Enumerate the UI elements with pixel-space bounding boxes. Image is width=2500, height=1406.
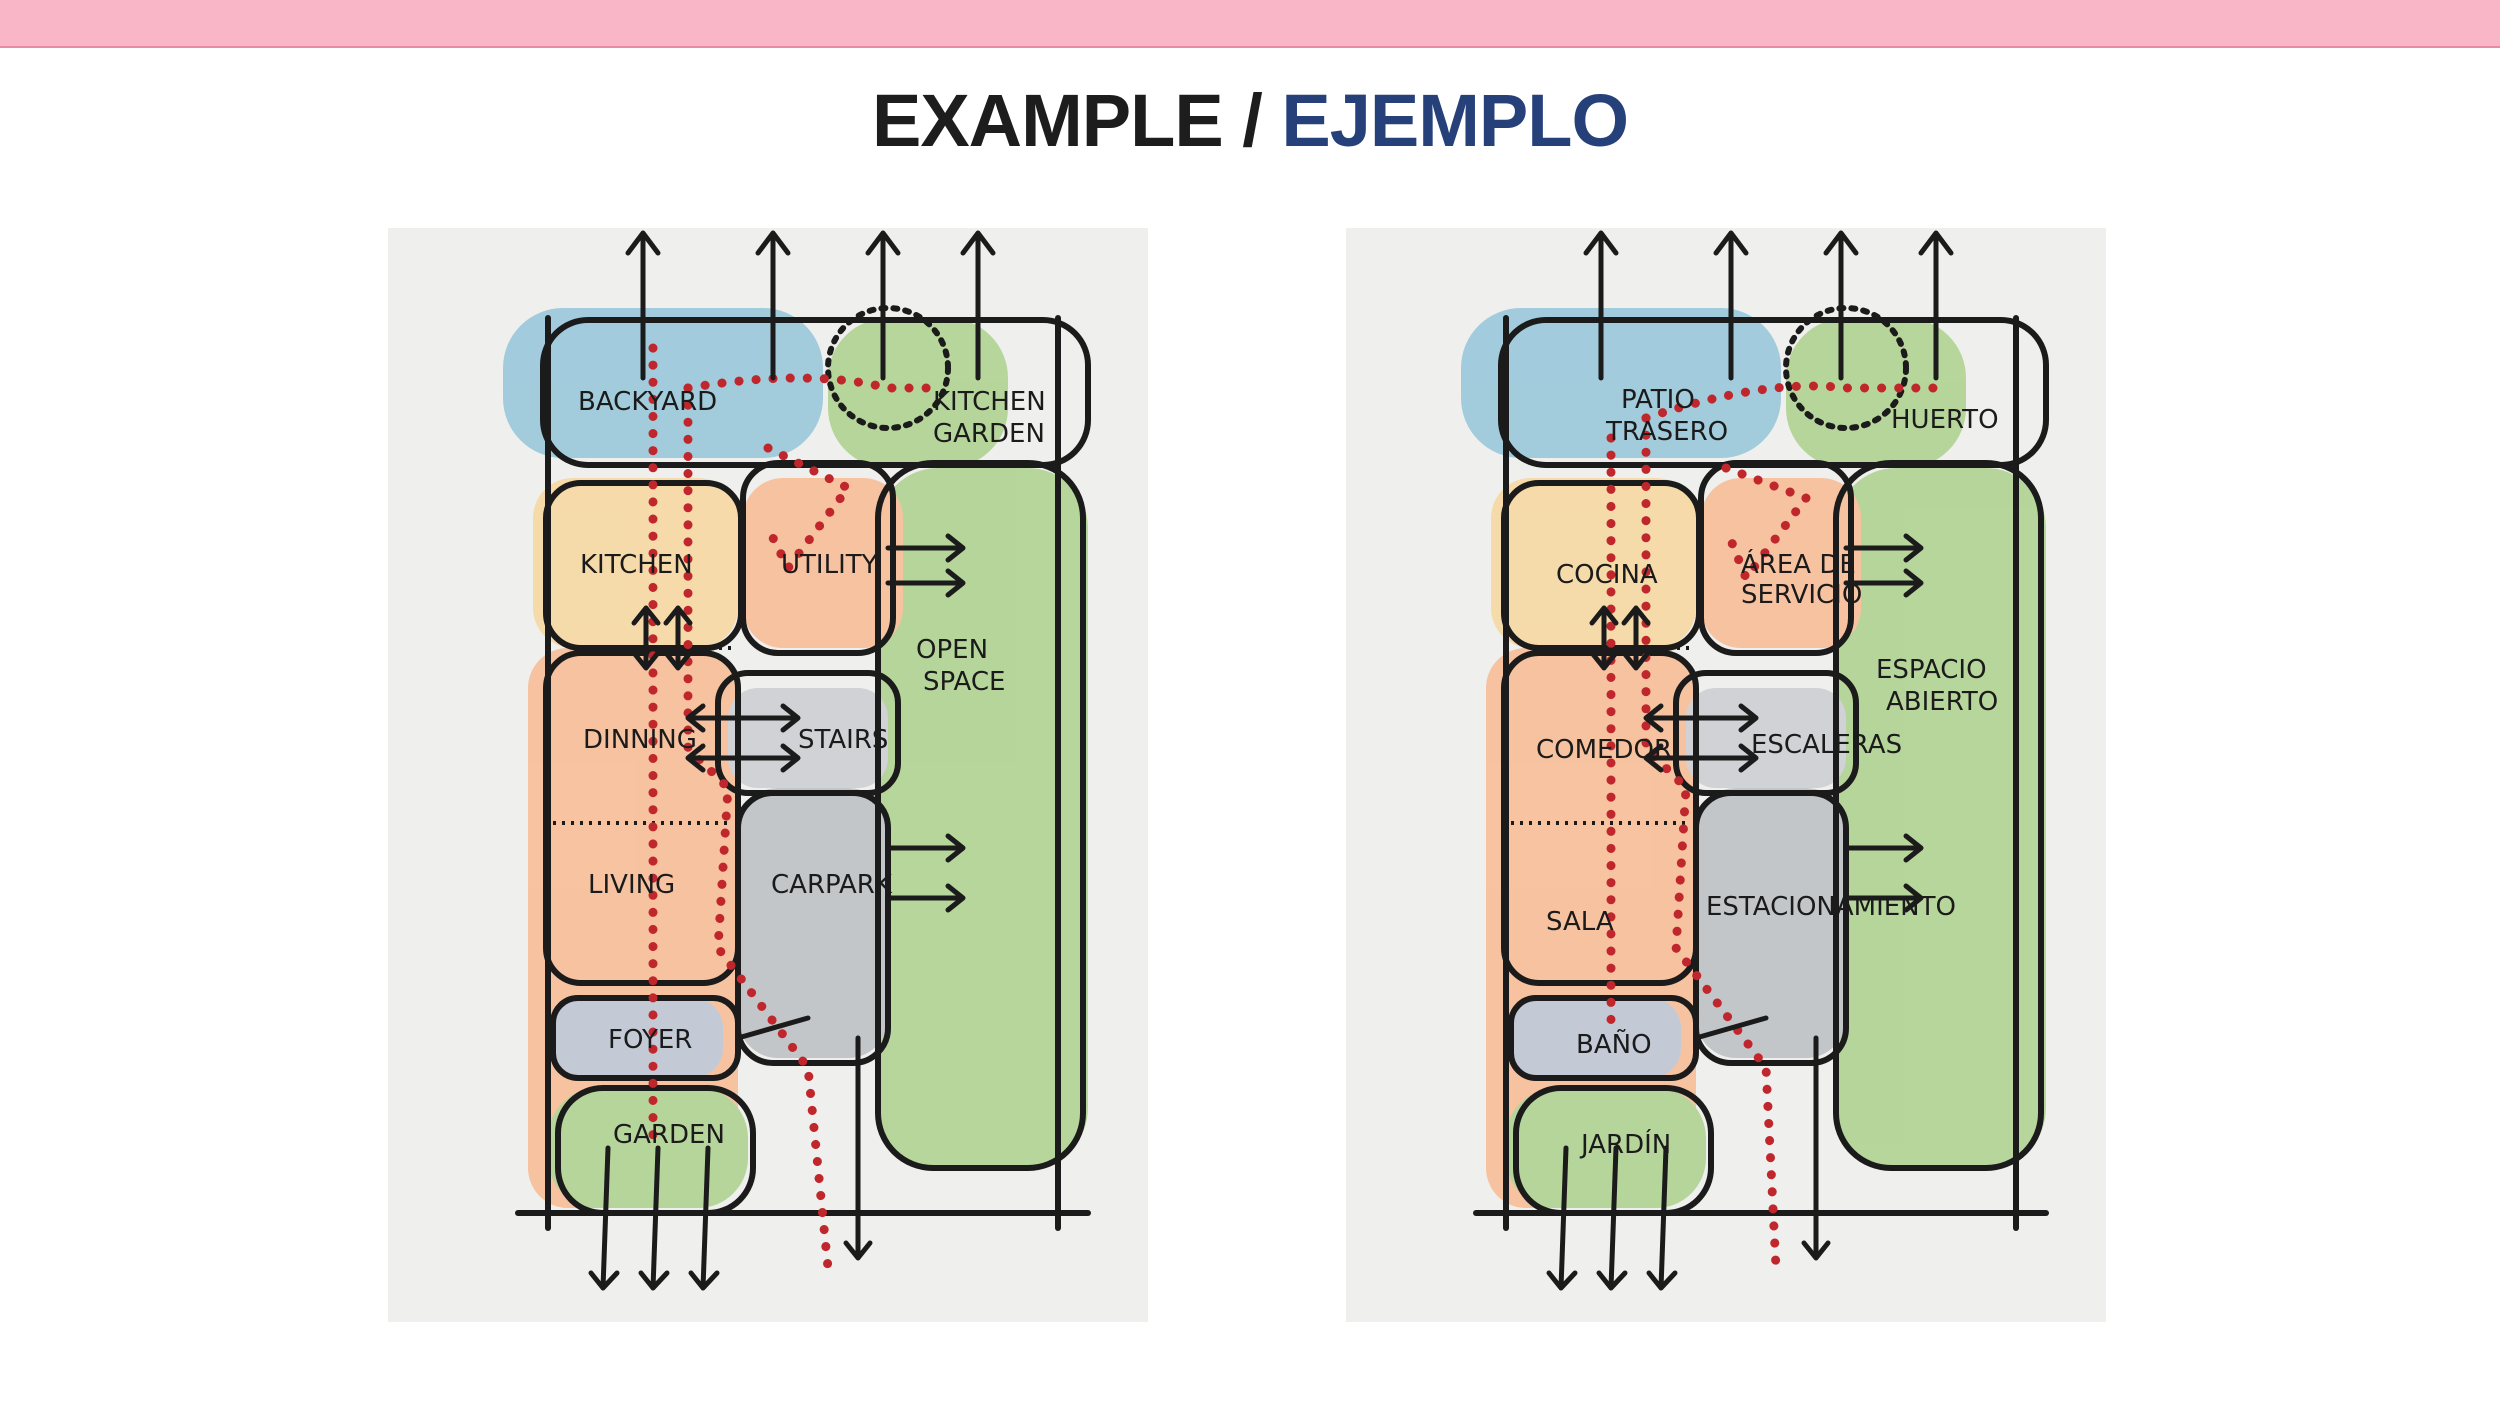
arrows bbox=[588, 230, 996, 1291]
label-utility-1: ÁREA DE bbox=[1741, 548, 1856, 580]
bubble-diagram-english: BACKYARD KITCHEN GARDEN KITCHEN UTILITY … bbox=[503, 230, 1091, 1291]
label-dinning: COMEDOR bbox=[1536, 735, 1672, 765]
top-accent-bar bbox=[0, 0, 2500, 48]
room-outlines bbox=[515, 305, 1091, 1231]
wash-utility bbox=[1701, 478, 1861, 648]
wash-garden bbox=[548, 1088, 748, 1208]
label-carpark: ESTACIONAMIENTO bbox=[1706, 892, 1956, 922]
label-garden: GARDEN bbox=[613, 1120, 725, 1150]
label-kitchen-garden-1: KITCHEN bbox=[933, 387, 1046, 417]
label-open-space-2: ABIERTO bbox=[1886, 687, 1998, 717]
circulation-path bbox=[1606, 381, 1941, 1273]
wash-open-space bbox=[1836, 468, 2046, 1168]
wash-backyard bbox=[1461, 308, 1781, 458]
dividers bbox=[1511, 646, 1691, 825]
wash-carpark bbox=[1696, 788, 1846, 1058]
label-living: LIVING bbox=[588, 870, 675, 900]
bubble-diagram-spanish: PATIO TRASERO HUERTO COCINA ÁREA DE SERV… bbox=[1461, 230, 2049, 1291]
label-living: SALA bbox=[1546, 907, 1614, 937]
wash-open-space bbox=[878, 468, 1088, 1168]
wash-garden bbox=[1506, 1088, 1706, 1208]
label-utility: UTILITY bbox=[781, 550, 878, 580]
wash-kitchen-garden bbox=[828, 318, 1008, 468]
arrows bbox=[1546, 230, 1954, 1291]
title-english: EXAMPLE bbox=[871, 79, 1224, 162]
sketch-spanish: PATIO TRASERO HUERTO COCINA ÁREA DE SERV… bbox=[1346, 228, 2106, 1322]
label-carpark: CARPARK bbox=[771, 870, 893, 900]
label-open-space-1: ESPACIO bbox=[1876, 655, 1987, 685]
label-open-space-1: OPEN bbox=[916, 635, 988, 665]
label-backyard-2: TRASERO bbox=[1605, 417, 1728, 447]
wash-kitchen-garden bbox=[1786, 318, 1966, 468]
label-backyard: BACKYARD bbox=[578, 387, 717, 417]
color-washes bbox=[1461, 308, 2046, 1208]
wash-carpark bbox=[738, 788, 888, 1058]
sketch-english: BACKYARD KITCHEN GARDEN KITCHEN UTILITY … bbox=[388, 228, 1148, 1322]
label-garden: JARDÍN bbox=[1579, 1128, 1671, 1160]
wash-backyard bbox=[503, 308, 823, 458]
label-kitchen-garden-2: GARDEN bbox=[933, 419, 1045, 449]
label-kitchen-garden: HUERTO bbox=[1891, 405, 1999, 435]
label-open-space-2: SPACE bbox=[923, 667, 1005, 697]
label-dinning: DINNING bbox=[583, 725, 697, 755]
wash-foyer bbox=[553, 998, 723, 1078]
label-utility-2: SERVICIO bbox=[1741, 580, 1862, 610]
title-spanish: EJEMPLO bbox=[1281, 79, 1629, 162]
label-stairs: ESCALERAS bbox=[1751, 730, 1902, 760]
wash-foyer bbox=[1511, 998, 1681, 1078]
wash-stairs bbox=[728, 688, 888, 788]
wash-stairs bbox=[1686, 688, 1846, 788]
label-kitchen: KITCHEN bbox=[580, 550, 693, 580]
wash-utility bbox=[743, 478, 903, 648]
label-foyer: BAÑO bbox=[1576, 1028, 1652, 1060]
label-foyer: FOYER bbox=[608, 1025, 692, 1055]
circulation-path bbox=[648, 343, 938, 1273]
page-title: EXAMPLE / EJEMPLO bbox=[0, 78, 2500, 163]
title-separator: / bbox=[1222, 79, 1282, 162]
label-kitchen: COCINA bbox=[1556, 560, 1658, 590]
label-backyard-1: PATIO bbox=[1621, 385, 1695, 415]
color-washes bbox=[503, 308, 1088, 1208]
label-stairs: STAIRS bbox=[798, 725, 888, 755]
